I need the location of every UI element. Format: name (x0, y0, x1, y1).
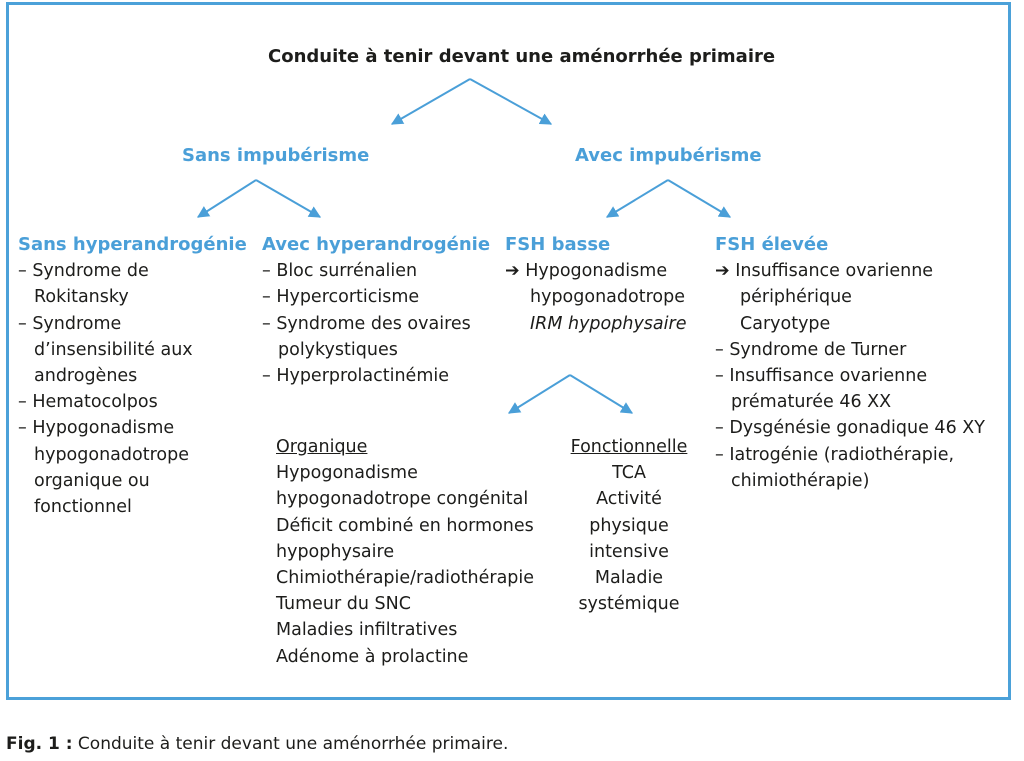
list-item: – Syndrome de (18, 261, 149, 282)
list-item: Hypogonadisme (276, 463, 418, 484)
list-item: TCA (612, 463, 646, 484)
list-item: IRM hypophysaire (530, 313, 687, 334)
list-item: androgènes (34, 366, 138, 387)
list-item: fonctionnel (34, 497, 132, 518)
list-item: Adénome à prolactine (276, 646, 469, 667)
list-item: prématurée 46 XX (731, 392, 892, 413)
list-item: – Iatrogénie (radiothérapie, (715, 444, 955, 465)
list-item: organique ou (34, 470, 150, 491)
list-item: physique (589, 515, 669, 536)
list-item: périphérique (740, 287, 852, 308)
arrow-title-to-sans (390, 78, 471, 125)
list-item: d’insensibilité aux (34, 339, 193, 360)
arrow-avec-to-fsh-basse (605, 179, 669, 218)
arrow-sans-to-sans-hyper (196, 179, 257, 218)
node-heading: Organique (276, 437, 368, 457)
node-organique: Organique Hypogonadisme hypogonadotrope … (276, 434, 534, 670)
node-heading: Sans hyperandrogénie (18, 234, 247, 255)
list-item: systémique (578, 594, 680, 615)
arrow-avec-to-fsh-elevee (667, 179, 732, 218)
diagram-title: Conduite à tenir devant une aménorrhée p… (268, 46, 776, 67)
node-fsh-basse: FSH basse ➔ Hypogonadisme hypogonadotrop… (505, 232, 686, 337)
node-fonctionnelle: Fonctionnelle TCA Activité physique inte… (562, 434, 696, 617)
list-item: chimiothérapie) (731, 470, 870, 491)
list-item: – Hyperprolactinémie (262, 366, 449, 387)
list-item: – Dysgénésie gonadique 46 XY (715, 418, 985, 439)
list-item: Maladies infiltratives (276, 620, 458, 641)
node-heading: Fonctionnelle (570, 437, 688, 457)
node-avec-impuberisme: Avec impubérisme (575, 145, 762, 166)
diagram-frame (6, 2, 1011, 700)
list-item: Rokitansky (34, 287, 129, 308)
list-item: – Bloc surrénalien (262, 261, 418, 282)
list-item: Caryotype (740, 313, 831, 334)
node-heading: FSH élevée (715, 234, 829, 255)
list-item: Tumeur du SNC (276, 594, 411, 615)
list-item: – Hypercorticisme (262, 287, 420, 308)
list-item: hypogonadotrope (530, 287, 685, 308)
list-item: ➔ Hypogonadisme (505, 261, 668, 282)
node-avec-hyperandrogenie: Avec hyperandrogénie – Bloc surrénalien … (262, 232, 490, 389)
arrow-fsh-to-fonctionnelle (569, 374, 634, 414)
list-item: – Insuffisance ovarienne (715, 366, 928, 387)
list-item: – Hematocolpos (18, 392, 158, 413)
list-item: Chimiothérapie/radiothérapie (276, 568, 535, 589)
list-item: – Syndrome des ovaires (262, 313, 471, 334)
list-item: – Syndrome de Turner (715, 339, 907, 360)
list-item: Maladie (594, 568, 664, 589)
list-item: – Hypogonadisme (18, 418, 175, 439)
node-sans-impuberisme: Sans impubérisme (182, 145, 370, 166)
node-sans-hyperandrogenie: Sans hyperandrogénie – Syndrome de Rokit… (18, 232, 247, 520)
node-fsh-elevee: FSH élevée ➔ Insuffisance ovarienne péri… (715, 232, 985, 494)
figure-caption: Fig. 1 : Conduite à tenir devant une amé… (6, 734, 508, 754)
node-heading: FSH basse (505, 234, 611, 255)
arrow-fsh-to-organique (507, 374, 571, 414)
list-item: intensive (589, 541, 669, 562)
node-heading: Avec hyperandrogénie (262, 234, 491, 255)
caption-text: Conduite à tenir devant une aménorrhée p… (72, 734, 509, 754)
list-item: hypogonadotrope congénital (276, 489, 529, 510)
list-item: hypogonadotrope (34, 444, 189, 465)
list-item: Activité (596, 489, 662, 510)
caption-label: Fig. 1 : (6, 734, 73, 754)
list-item: – Syndrome (18, 313, 122, 334)
arrow-title-to-avec (469, 78, 553, 125)
list-item: polykystiques (278, 339, 398, 360)
list-item: Déficit combiné en hormones (276, 515, 534, 536)
list-item: ➔ Insuffisance ovarienne (715, 261, 934, 282)
arrow-sans-to-avec-hyper (255, 179, 322, 218)
list-item: hypophysaire (276, 541, 395, 562)
